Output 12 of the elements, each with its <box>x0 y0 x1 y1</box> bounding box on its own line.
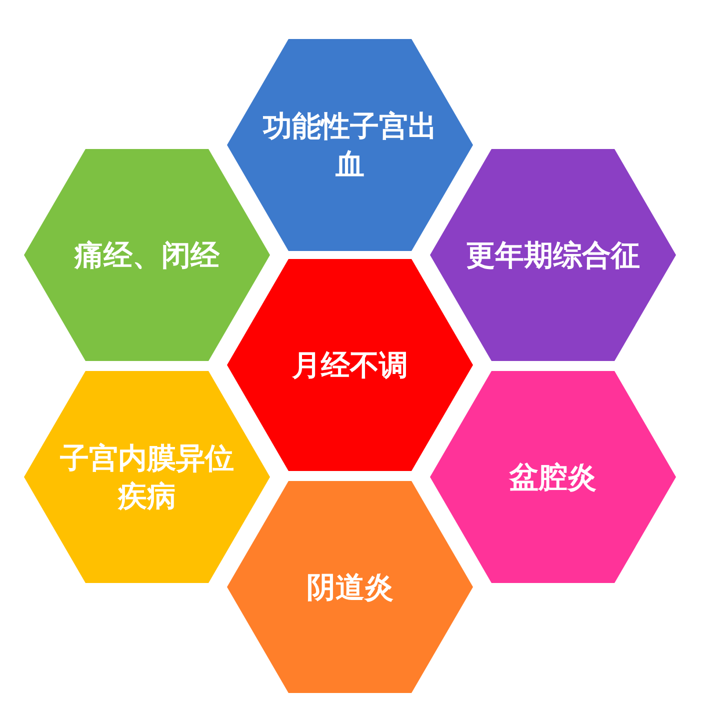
hexagon-tile <box>430 371 676 583</box>
tile-label: 月经不调 <box>291 347 409 384</box>
tile-label: 痛经、闭经 <box>73 237 221 274</box>
hexagon-tile <box>24 371 270 583</box>
hexagon-tile <box>24 149 270 361</box>
tile-label: 更年期综合征 <box>465 237 641 274</box>
hexagon-tile <box>430 149 676 361</box>
tile-label: 功能性子宫出血 <box>262 108 438 183</box>
tile-label: 盆腔炎 <box>508 459 598 496</box>
tile-label: 阴道炎 <box>306 569 394 606</box>
hexagon-tile <box>227 481 473 693</box>
tile-label: 子宫内膜异位疾病 <box>59 440 235 515</box>
